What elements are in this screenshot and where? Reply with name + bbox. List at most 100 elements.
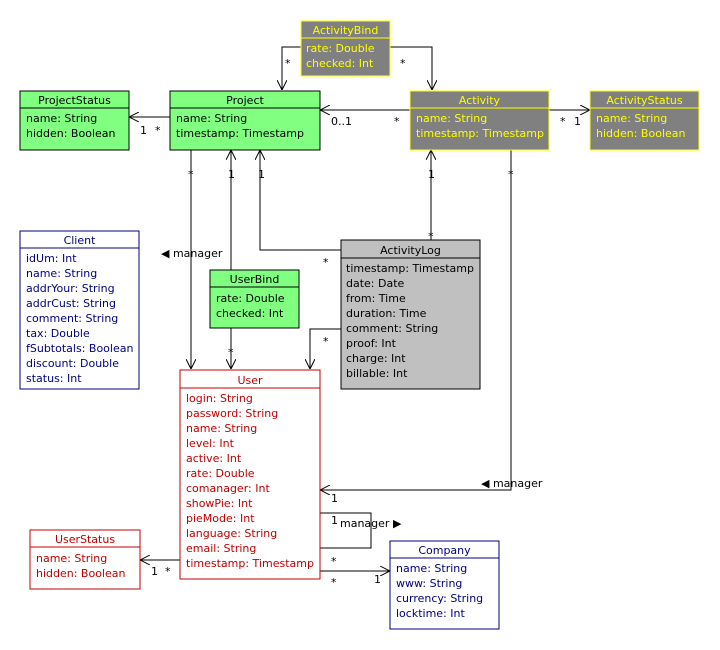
class-title: ActivityBind [313,24,379,37]
class-title: UserBind [230,273,280,286]
class-attribute: name: String [186,422,257,435]
multiplicity: * [228,346,234,359]
class-title: ActivityStatus [606,94,682,107]
multiplicity: * [285,57,291,70]
multiplicity: * [323,256,329,269]
multiplicity: * [331,555,337,568]
class-attribute: hidden: Boolean [36,567,126,580]
class-attribute: name: String [26,267,97,280]
role-label-manager: ◀ manager [161,247,223,260]
role-label-manager: ◀ manager [481,477,543,490]
class-attribute: hidden: Boolean [26,127,116,140]
class-attribute: name: String [26,112,97,125]
assoc-activitybind-activity [390,46,432,90]
class-title: Project [226,94,264,107]
class-title: Company [418,544,471,557]
class-attribute: www: String [396,577,462,590]
multiplicity: 1 [374,573,381,586]
class-attribute: language: String [186,527,277,540]
class-attribute: rate: Double [186,467,255,480]
multiplicity: 1 [151,565,158,578]
class-attribute: comment: String [26,312,118,325]
class-company[interactable]: Company name: String www: String currenc… [389,540,500,630]
class-attribute: idUm: Int [26,252,77,265]
multiplicity: 1 [228,168,235,181]
class-attribute: from: Time [346,292,406,305]
assoc-activitylog-project [260,150,341,251]
assoc-activity-user [320,150,512,490]
multiplicity: * [428,230,434,243]
multiplicity: * [165,565,171,578]
multiplicity: * [331,576,337,589]
class-attribute: rate: Double [216,292,285,305]
class-projectstatus[interactable]: ProjectStatus name: String hidden: Boole… [19,90,130,151]
class-attribute: timestamp: Timestamp [346,262,474,275]
assoc-user-self [320,512,372,549]
multiplicity: * [155,124,161,137]
class-attribute: timestamp: Timestamp [186,557,314,570]
class-title: ProjectStatus [38,94,111,107]
class-attribute: rate: Double [306,42,375,55]
multiplicity: * [323,335,329,348]
class-attribute: timestamp: Timestamp [416,127,544,140]
class-client[interactable]: Client idUm: Int name: String addrYour: … [19,230,140,390]
class-attribute: locktime: Int [396,607,465,620]
class-userbind[interactable]: UserBind rate: Double checked: Int [209,269,300,329]
class-activity[interactable]: Activity name: String timestamp: Timesta… [409,90,550,151]
multiplicity: 1 [428,168,435,181]
class-activitystatus[interactable]: ActivityStatus name: String hidden: Bool… [589,90,700,151]
class-attribute: duration: Time [346,307,427,320]
class-attribute: charge: Int [346,352,406,365]
class-title: UserStatus [55,533,115,546]
class-attribute: addrYour: String [26,282,115,295]
class-user[interactable]: User login: String password: String name… [179,369,321,580]
class-attribute: proof: Int [346,337,397,350]
multiplicity: 1 [331,514,338,527]
class-attribute: email: String [186,542,256,555]
class-title: User [237,374,263,387]
class-attribute: pieMode: Int [186,512,255,525]
class-attribute: login: String [186,392,253,405]
class-attribute: comanager: Int [186,482,270,495]
multiplicity: 1 [140,124,147,137]
class-attribute: name: String [36,552,107,565]
class-attribute: discount: Double [26,357,119,370]
class-activitybind[interactable]: ActivityBind rate: Double checked: Int [300,20,391,77]
class-userstatus[interactable]: UserStatus name: String hidden: Boolean [29,529,141,590]
assoc-activitybind-project [282,46,301,90]
class-attribute: showPie: Int [186,497,253,510]
class-attribute: status: Int [26,372,82,385]
multiplicity: * [394,115,400,128]
class-attribute: checked: Int [216,307,284,320]
class-attribute: password: String [186,407,278,420]
multiplicity: * [508,168,514,181]
role-label-manager: manager ▶ [340,517,402,530]
class-attribute: name: String [396,562,467,575]
class-attribute: name: String [596,112,667,125]
class-attribute: billable: Int [346,367,408,380]
multiplicity: * [560,115,566,128]
class-attribute: name: String [416,112,487,125]
multiplicities: * * 1 * 0..1 * * 1 * 1 1 1 * * * * * 1 1… [140,57,581,589]
class-attribute: active: Int [186,452,242,465]
role-labels: ◀ manager ◀ manager manager ▶ [161,247,543,530]
class-attribute: currency: String [396,592,483,605]
class-activitylog[interactable]: ActivityLog timestamp: Timestamp date: D… [340,239,481,390]
multiplicity: * [400,57,406,70]
class-project[interactable]: Project name: String timestamp: Timestam… [169,90,321,151]
class-title: ActivityLog [380,244,441,257]
class-attribute: name: String [176,112,247,125]
class-attribute: fSubtotals: Boolean [26,342,133,355]
class-attribute: addrCust: String [26,297,116,310]
multiplicity: 1 [574,115,581,128]
class-attribute: hidden: Boolean [596,127,686,140]
multiplicity: 1 [258,168,265,181]
class-attribute: level: Int [186,437,235,450]
class-attribute: comment: String [346,322,438,335]
class-attribute: date: Date [346,277,405,290]
multiplicity: 0..1 [331,115,352,128]
multiplicity: * [188,168,194,181]
assoc-activitylog-user [310,328,341,369]
class-attribute: checked: Int [306,57,374,70]
